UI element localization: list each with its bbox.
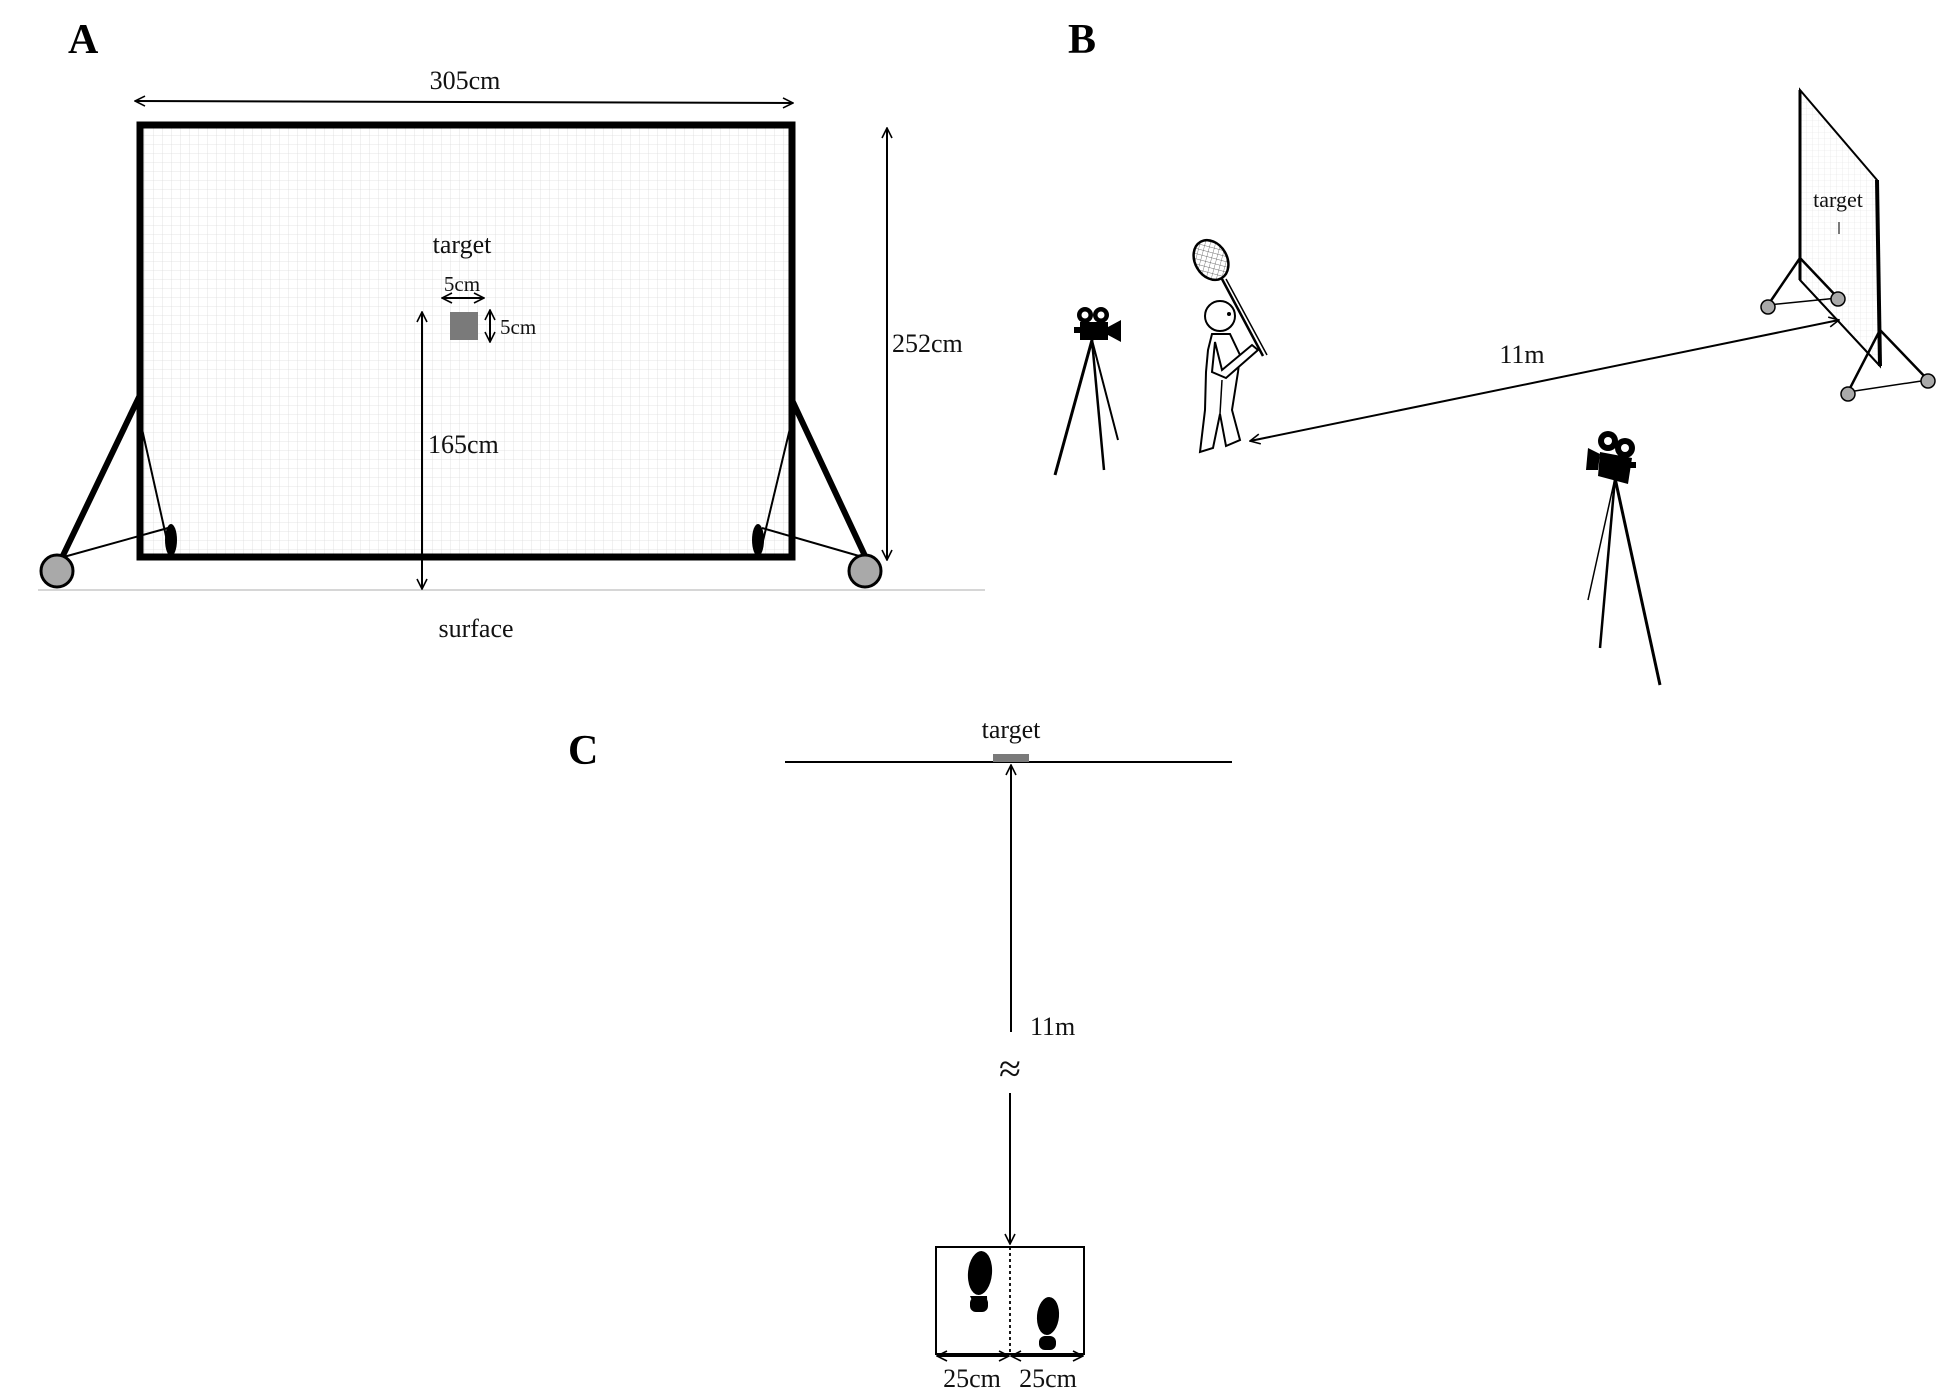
- net-frame: [136, 121, 796, 561]
- width-label: 305cm: [430, 66, 501, 95]
- target-marker-b: [1838, 222, 1840, 234]
- panel-a: A 305cm 252cm target 5cm: [38, 17, 985, 643]
- surface-label: surface: [438, 614, 513, 643]
- target-square: [450, 312, 478, 340]
- badminton-player-icon: [1192, 238, 1268, 454]
- panel-b: B: [1053, 17, 1936, 686]
- net-wheel: [1920, 373, 1936, 389]
- video-camera-icon: [1586, 431, 1636, 484]
- video-camera-icon: [1074, 307, 1121, 342]
- tripod-icon: [1053, 339, 1119, 476]
- target-label-b: target: [1813, 187, 1863, 212]
- distance-arrow-b: [1250, 320, 1839, 441]
- footprint-icon: [1036, 1297, 1060, 1350]
- target-label: target: [433, 230, 492, 259]
- distance-label-c: 11m: [1030, 1012, 1075, 1041]
- right-foot-zone-label: 25cm: [1019, 1364, 1077, 1390]
- target-width-label: 5cm: [444, 272, 480, 296]
- target-height-from-surface-label: 165cm: [428, 430, 499, 459]
- right-wheel: [847, 553, 883, 589]
- target-height-label: 5cm: [500, 315, 536, 339]
- net-wheel: [1830, 291, 1846, 307]
- approx-symbol: ≈: [999, 1046, 1021, 1091]
- footprint-icon: [967, 1251, 993, 1312]
- panel-c-letter: C: [568, 728, 598, 774]
- width-dimension-arrow: [135, 101, 793, 103]
- net-perspective: [1766, 87, 1929, 393]
- camera-left: [1053, 307, 1121, 476]
- camera-right: [1586, 431, 1662, 686]
- panel-a-letter: A: [68, 17, 99, 63]
- left-wheel: [39, 553, 75, 589]
- distance-label-b: 11m: [1499, 340, 1544, 369]
- net-wheel: [1760, 299, 1776, 315]
- target-label-c: target: [982, 715, 1041, 744]
- left-support-stand: [54, 393, 177, 570]
- tripod-icon: [1587, 477, 1662, 686]
- net-mesh: [140, 125, 792, 557]
- panel-c: C target 11m ≈ 25cm 25cm: [568, 715, 1232, 1390]
- right-support-stand: [752, 398, 869, 560]
- height-label: 252cm: [892, 329, 963, 358]
- left-foot-zone-label: 25cm: [943, 1364, 1001, 1390]
- panel-b-letter: B: [1068, 17, 1096, 63]
- target-marker-c: [993, 754, 1029, 762]
- net-wheel: [1840, 386, 1856, 402]
